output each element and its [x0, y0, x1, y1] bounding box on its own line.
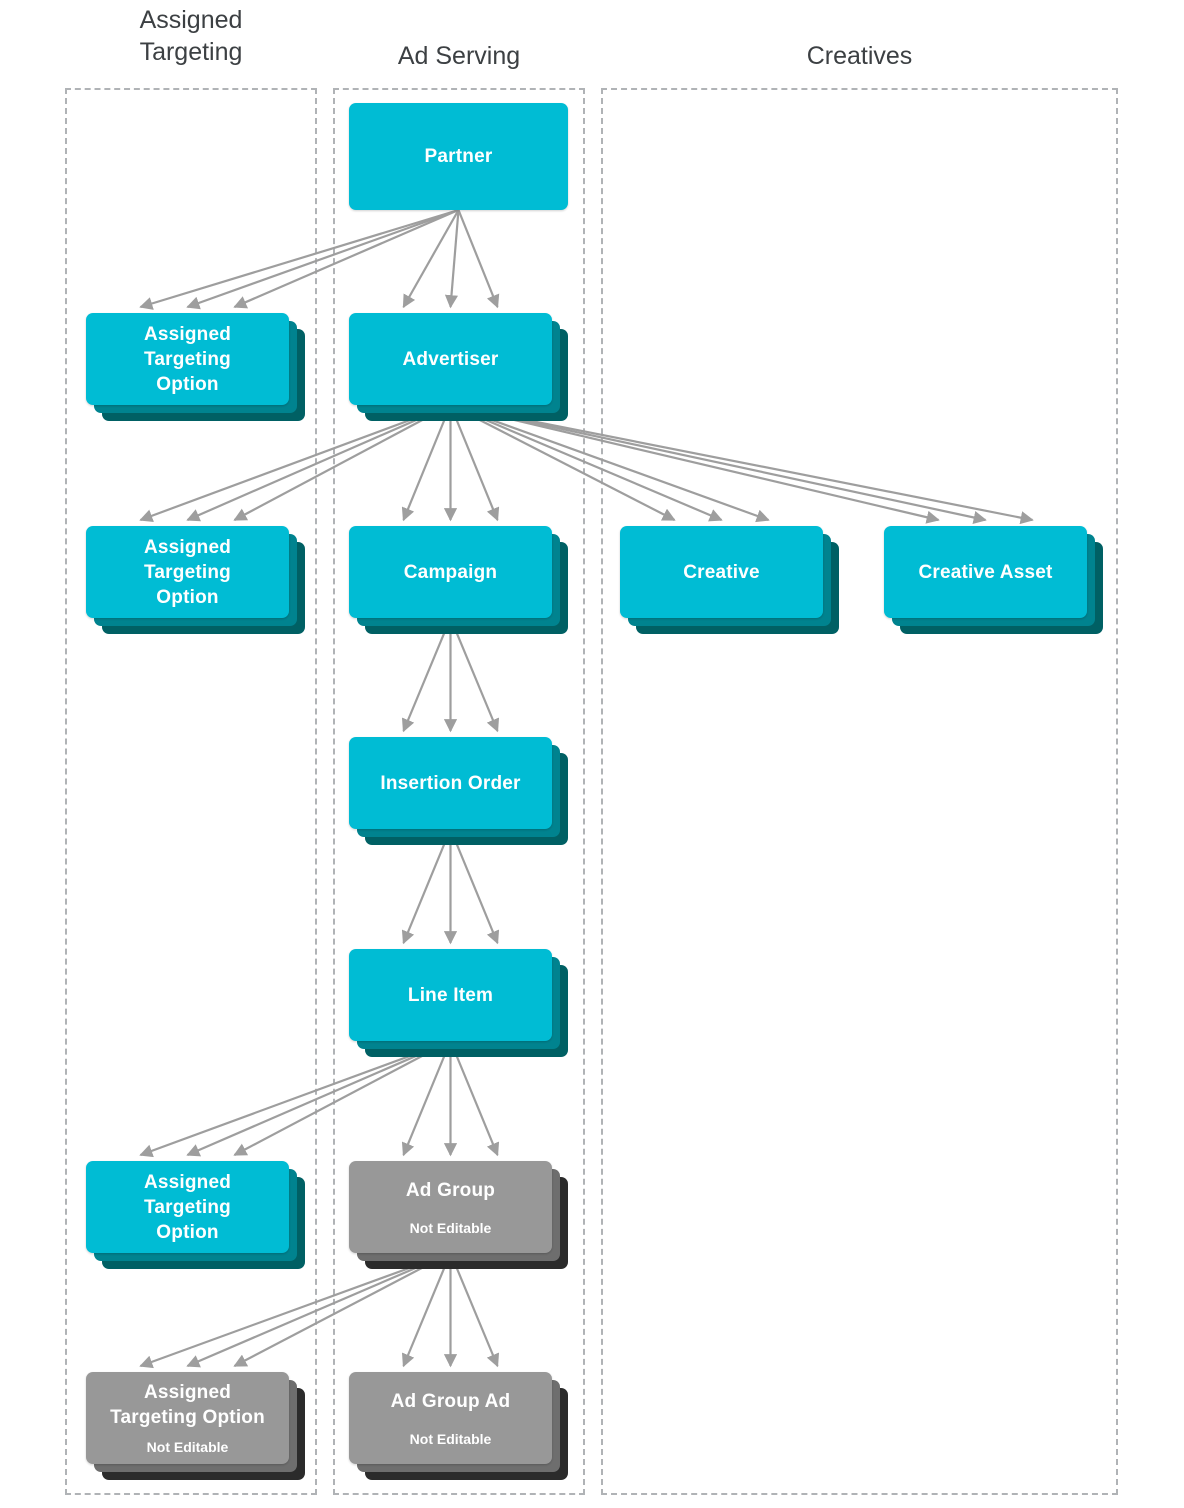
node-face[interactable]: Ad Group Ad Not Editable — [349, 1372, 552, 1464]
node-face[interactable]: Assigned Targeting Option — [86, 313, 289, 405]
node-face[interactable]: Campaign — [349, 526, 552, 618]
node-advertiser-label: Advertiser — [402, 348, 499, 370]
node-label-line-1: Assigned — [143, 1171, 232, 1193]
column-frame-ad-serving — [333, 88, 585, 1495]
node-face[interactable]: Assigned Targeting Option Not Editable — [86, 1372, 289, 1464]
node-campaign-label: Campaign — [403, 561, 498, 583]
node-face[interactable]: Assigned Targeting Option — [86, 1161, 289, 1253]
node-partner-label: Partner — [424, 146, 493, 167]
node-face[interactable]: Advertiser — [349, 313, 552, 405]
node-label-line-1: Assigned — [143, 536, 232, 558]
node-label-line-2: Targeting — [144, 1196, 231, 1218]
node-status: Not Editable — [146, 1439, 229, 1455]
column-title-ad-serving: Ad Serving — [397, 42, 521, 70]
node-insertion-order-label: Insertion Order — [380, 772, 521, 794]
node-label-line-1: Assigned — [143, 323, 232, 345]
node-label-line-1: Assigned — [143, 1382, 232, 1403]
node-label-line-3: Option — [156, 586, 219, 608]
node-label-line-3: Option — [156, 373, 219, 395]
column-title-assigned-targeting: Assigned Targeting — [65, 4, 317, 68]
node-face[interactable]: Creative — [620, 526, 823, 618]
node-face[interactable]: Assigned Targeting Option — [86, 526, 289, 618]
column-title-line-1: Assigned — [139, 6, 243, 34]
node-creative-label: Creative — [683, 561, 760, 583]
node-label-line-2: Targeting Option — [110, 1407, 265, 1428]
column-title-line-2: Targeting — [139, 38, 243, 66]
node-face[interactable]: Line Item — [349, 949, 552, 1041]
node-face[interactable]: Insertion Order — [349, 737, 552, 829]
node-partner-face[interactable]: Partner — [349, 103, 568, 210]
node-creative-asset-label: Creative Asset — [918, 561, 1053, 583]
node-label-line-2: Targeting — [144, 348, 231, 370]
node-label-line-3: Option — [156, 1221, 219, 1243]
node-ad-group-label: Ad Group — [405, 1179, 496, 1201]
node-ad-group-status: Not Editable — [409, 1219, 492, 1236]
node-line-item-label: Line Item — [407, 984, 494, 1006]
node-face[interactable]: Creative Asset — [884, 526, 1087, 618]
node-face[interactable]: Ad Group Not Editable — [349, 1161, 552, 1253]
column-frame-assigned-targeting — [65, 88, 317, 1495]
node-label-line-2: Targeting — [144, 561, 231, 583]
column-frame-creatives — [601, 88, 1118, 1495]
node-ad-group-ad-status: Not Editable — [409, 1430, 492, 1447]
column-title-creatives: Creatives — [806, 42, 913, 70]
node-ad-group-ad-label: Ad Group Ad — [390, 1390, 511, 1412]
